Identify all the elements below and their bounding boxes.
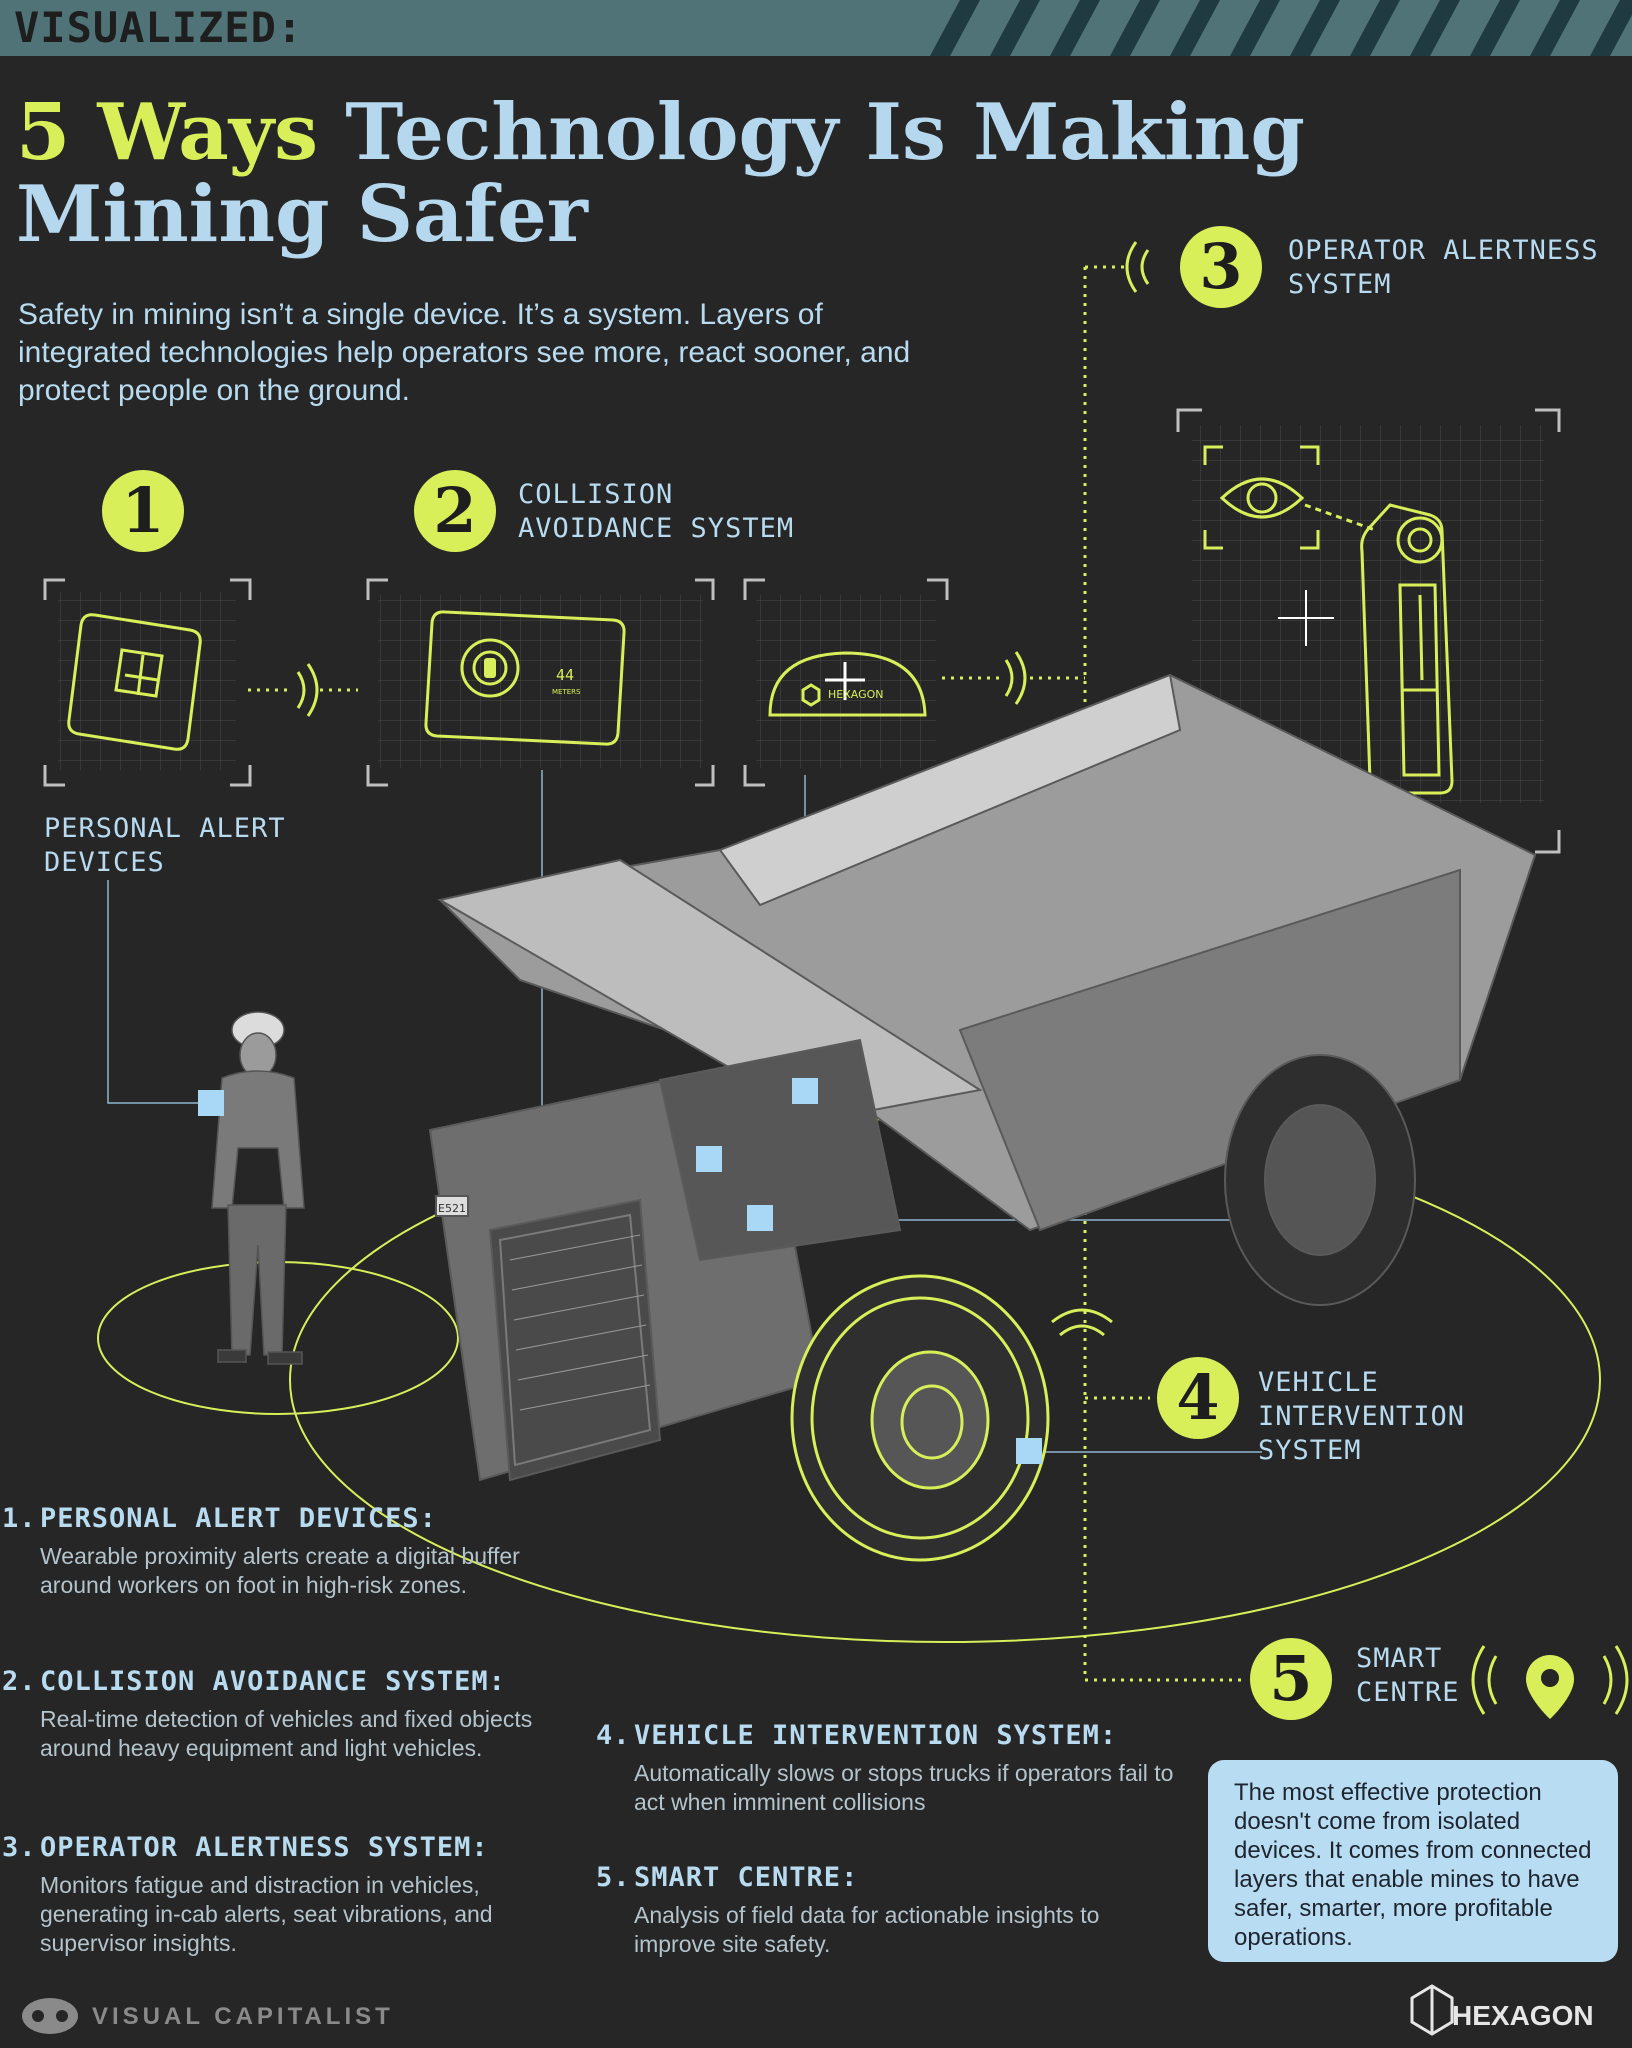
list-item-3: 3.OPERATOR ALERTNESS SYSTEM: Monitors fa…: [2, 1832, 562, 1958]
list-desc-2: Real-time detection of vehicles and fixe…: [40, 1706, 533, 1761]
label-vehicle-intervention: VEHICLE INTERVENTION SYSTEM: [1258, 1367, 1466, 1466]
marker-2: 2: [414, 470, 496, 552]
list-item-4: 4.VEHICLE INTERVENTION SYSTEM: Automatic…: [596, 1720, 1176, 1817]
list-item-2: 2.COLLISION AVOIDANCE SYSTEM: Real-time …: [2, 1666, 562, 1763]
page-title: 5 Ways Technology Is Making Mining Safer: [16, 92, 1305, 256]
title-part2: Technology Is Making: [345, 87, 1305, 178]
header-stripes: [930, 0, 1632, 56]
label-smart-centre: SMART CENTRE: [1356, 1643, 1460, 1708]
label-operator-alertness: OPERATOR ALERTNESS SYSTEM: [1288, 235, 1599, 300]
hexagon-logo-icon: [1410, 1984, 1454, 2036]
list-desc-3: Monitors fatigue and distraction in vehi…: [40, 1872, 493, 1956]
label-personal-alert: PERSONAL ALERT DEVICES: [44, 813, 286, 878]
title-part1: 5 Ways: [16, 87, 319, 178]
visual-capitalist-brand: VISUAL CAPITALIST: [92, 2003, 394, 2030]
truck-plate: E521: [438, 1202, 466, 1215]
antenna-hexagon-label: HEXAGON: [828, 688, 884, 701]
marker-3: 3: [1180, 226, 1262, 308]
list-desc-4: Automatically slows or stops trucks if o…: [634, 1760, 1174, 1815]
worker-figure: [211, 1011, 305, 1365]
front-tire: [790, 1274, 1050, 1562]
visualized-tag: VISUALIZED:: [14, 3, 304, 52]
list-item-1: 1.PERSONAL ALERT DEVICES: Wearable proxi…: [2, 1503, 562, 1600]
tablet-unit: METERS: [552, 688, 581, 696]
marker-1: 1: [102, 470, 184, 552]
hexagon-brand: HEXAGON: [1452, 2000, 1594, 2031]
title-line2: Mining Safer: [16, 169, 588, 260]
intro-text: Safety in mining isn’t a single device. …: [18, 298, 911, 407]
marker-4: 4: [1157, 1357, 1239, 1439]
marker-5: 5: [1250, 1638, 1332, 1720]
header-bar: VISUALIZED:: [0, 0, 1632, 56]
list-desc-1: Wearable proximity alerts create a digit…: [40, 1543, 520, 1598]
tablet-distance: 44: [556, 666, 574, 684]
list-desc-5: Analysis of field data for actionable in…: [634, 1902, 1100, 1957]
visual-capitalist-logo-icon: [22, 1998, 78, 2034]
summary-callout: The most effective protection doesn't co…: [1208, 1760, 1618, 1962]
haul-truck: [428, 673, 1537, 1482]
list-item-5: 5.SMART CENTRE: Analysis of field data f…: [596, 1862, 1176, 1959]
label-collision-avoidance: COLLISION AVOIDANCE SYSTEM: [518, 479, 795, 544]
